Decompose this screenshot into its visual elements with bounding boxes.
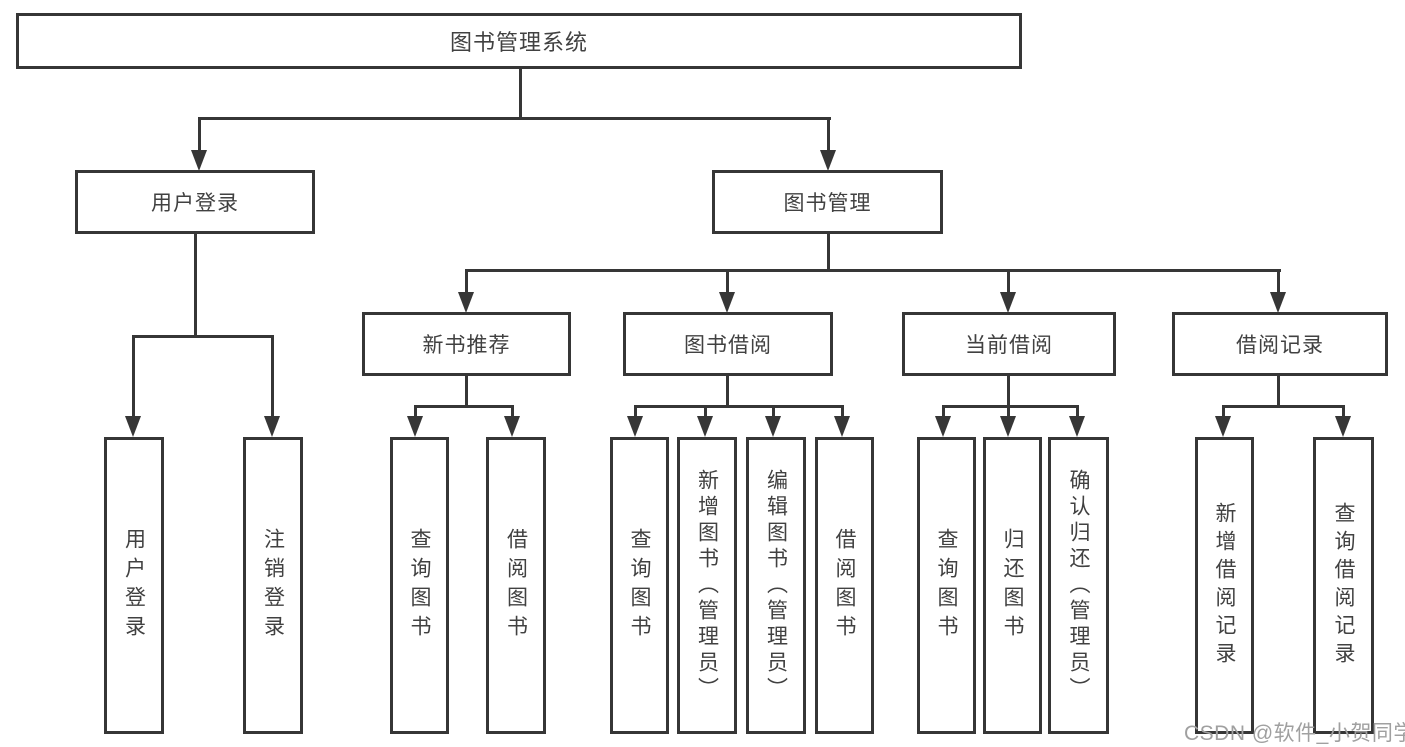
arrow-down-icon <box>264 416 280 437</box>
connector-book-borrow-stem <box>726 376 729 408</box>
arrow-down-icon <box>935 416 951 437</box>
connector-current-borrow-fork <box>942 405 1079 408</box>
connector-borrow-record-stem <box>1277 376 1280 408</box>
connector-user-login-stem <box>194 233 197 337</box>
connector-new-book-stem <box>465 376 468 408</box>
node-book-borrow: 图书借阅 <box>623 312 833 376</box>
arrow-down-icon <box>1335 416 1351 437</box>
arrow-down-icon <box>1215 416 1231 437</box>
csdn-watermark: CSDN @软件_小贺同学 <box>1184 722 1405 745</box>
leaf-newbook-query-book: 查询图书 <box>390 437 449 734</box>
connector-to-leaf-user-login <box>132 335 135 417</box>
connector-leaf-drop <box>942 405 945 419</box>
connector-leaf-drop <box>772 405 775 419</box>
connector-leaf-drop <box>1076 405 1079 419</box>
connector-to-current-borrow <box>1007 269 1010 293</box>
connector-leaf-drop <box>1342 405 1345 419</box>
arrow-down-icon <box>458 292 474 313</box>
connector-leaf-drop <box>841 405 844 419</box>
arrow-down-icon <box>697 416 713 437</box>
leaf-user-login: 用户登录 <box>104 437 164 734</box>
connector-leaf-drop <box>1222 405 1225 419</box>
connector-to-book-management <box>827 117 830 151</box>
connector-book-management-stem <box>827 233 830 272</box>
connector-level3-fork <box>465 269 1281 272</box>
arrow-down-icon <box>834 416 850 437</box>
node-user-login: 用户登录 <box>75 170 315 234</box>
node-root: 图书管理系统 <box>16 13 1022 69</box>
arrow-down-icon <box>719 292 735 313</box>
connector-to-new-book <box>465 269 468 293</box>
leaf-query-borrow-record: 查询借阅记录 <box>1313 437 1374 734</box>
arrow-down-icon <box>407 416 423 437</box>
arrow-down-icon <box>820 150 836 171</box>
arrow-down-icon <box>765 416 781 437</box>
connector-to-book-borrow <box>726 269 729 293</box>
node-new-book-recommend: 新书推荐 <box>362 312 571 376</box>
node-borrow-record: 借阅记录 <box>1172 312 1388 376</box>
leaf-add-book-admin: 新增图书（管理员） <box>677 437 737 734</box>
arrow-down-icon <box>125 416 141 437</box>
arrow-down-icon <box>504 416 520 437</box>
leaf-confirm-return-admin: 确认归还（管理员） <box>1048 437 1109 734</box>
connector-current-borrow-stem <box>1007 376 1010 408</box>
connector-leaf-drop <box>1007 405 1010 419</box>
connector-to-leaf-logout <box>271 335 274 417</box>
arrow-down-icon <box>1270 292 1286 313</box>
connector-leaf-drop <box>511 405 514 419</box>
leaf-current-query-book: 查询图书 <box>917 437 976 734</box>
leaf-return-book: 归还图书 <box>983 437 1042 734</box>
arrow-down-icon <box>191 150 207 171</box>
leaf-newbook-borrow-book: 借阅图书 <box>486 437 546 734</box>
leaf-borrow-query-book: 查询图书 <box>610 437 669 734</box>
connector-new-book-fork <box>414 405 514 408</box>
node-current-borrow: 当前借阅 <box>902 312 1116 376</box>
leaf-edit-book-admin: 编辑图书（管理员） <box>746 437 806 734</box>
leaf-add-borrow-record: 新增借阅记录 <box>1195 437 1254 734</box>
arrow-down-icon <box>1000 292 1016 313</box>
connector-root-stem <box>519 68 522 119</box>
connector-leaf-drop <box>414 405 417 419</box>
connector-level2-fork <box>198 117 831 120</box>
leaf-borrow-book: 借阅图书 <box>815 437 874 734</box>
arrow-down-icon <box>627 416 643 437</box>
arrow-down-icon <box>1069 416 1085 437</box>
connector-user-login-fork <box>132 335 274 338</box>
connector-leaf-drop <box>704 405 707 419</box>
connector-to-borrow-record <box>1277 269 1280 293</box>
node-book-management: 图书管理 <box>712 170 943 234</box>
connector-borrow-record-fork <box>1222 405 1345 408</box>
connector-leaf-drop <box>634 405 637 419</box>
arrow-down-icon <box>1000 416 1016 437</box>
leaf-logout: 注销登录 <box>243 437 303 734</box>
connector-book-borrow-fork <box>634 405 844 408</box>
connector-to-user-login <box>198 117 201 151</box>
